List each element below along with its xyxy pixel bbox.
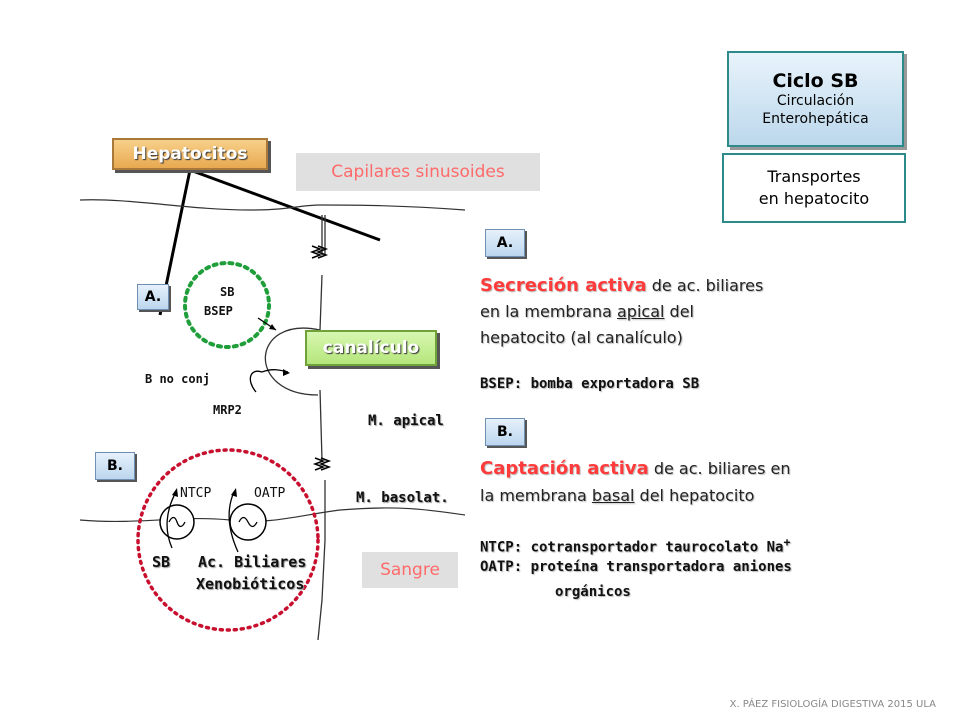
ciclo-sb-title: Ciclo SB bbox=[772, 70, 859, 92]
section-b-line2: la membrana basal del hepatocito bbox=[480, 485, 754, 507]
section-b-tag: B. bbox=[485, 418, 525, 446]
section-a-line1: Secreción activa de ac. biliares bbox=[480, 275, 763, 297]
bsep-dotted-circle bbox=[183, 261, 271, 349]
mrp2-loop bbox=[249, 370, 263, 393]
section-b-highlight: Captación activa bbox=[480, 458, 649, 479]
oatp-label: OATP bbox=[254, 486, 286, 501]
section-b-line1: Captación activa de ac. biliares en bbox=[480, 458, 790, 480]
section-b-definition-1: NTCP: cotransportador taurocolato Na+ bbox=[480, 532, 790, 558]
tight-junction-bottom bbox=[312, 457, 332, 471]
tight-junction-top bbox=[309, 245, 329, 259]
section-b-definition-3: orgánicos bbox=[555, 584, 631, 600]
acbil-uptake-arrow bbox=[228, 491, 239, 553]
section-b-line2-post: del hepatocito bbox=[634, 486, 755, 505]
section-a-line2-underlined: apical bbox=[617, 302, 665, 321]
diagram-tag-a: A. bbox=[137, 284, 169, 310]
section-b-def1-text: NTCP: cotransportador taurocolato Na bbox=[480, 539, 784, 556]
section-b-line2-underlined: basal bbox=[591, 486, 635, 505]
transportes-box: Transportes en hepatocito bbox=[722, 153, 906, 223]
xenobioticos-label: Xenobióticos bbox=[196, 575, 305, 593]
top-membrane bbox=[79, 199, 466, 211]
acbil-uptake-arrowhead bbox=[231, 488, 237, 497]
ntcp-label: NTCP bbox=[180, 486, 212, 501]
section-a-highlight: Secreción activa bbox=[480, 275, 647, 296]
canaliculo-label: canalículo bbox=[305, 330, 437, 366]
ciclo-sb-line2: Enterohepática bbox=[762, 111, 869, 127]
sb-uptake-arrow bbox=[166, 491, 177, 549]
section-a-line1-rest: de ac. biliares bbox=[646, 276, 764, 295]
cell-boundary-vertical bbox=[317, 215, 326, 641]
bsep-arrowhead bbox=[269, 324, 276, 330]
transportes-line1: Transportes bbox=[767, 167, 861, 186]
sb-label: SB bbox=[220, 285, 235, 299]
hepatocitos-label: Hepatocitos bbox=[112, 138, 268, 170]
section-b-definition-2: OATP: proteína transportadora aniones bbox=[480, 559, 792, 575]
m-basolat-label: M. basolat. bbox=[356, 490, 449, 506]
section-b-def1-sup: + bbox=[783, 535, 791, 549]
b-no-conj-label: B no conj bbox=[145, 372, 211, 386]
section-a-tag: A. bbox=[485, 229, 525, 257]
hepatocitos-pointer-right bbox=[189, 168, 381, 242]
basal-membrane bbox=[79, 507, 466, 523]
section-a-line2-pre: en la membrana bbox=[480, 302, 617, 321]
ciclo-sb-box: Ciclo SB Circulación Enterohepática bbox=[727, 51, 904, 147]
ac-biliares-label: Ac. Biliares bbox=[198, 553, 307, 571]
capilares-sinusoides-label: Capilares sinusoides bbox=[296, 153, 540, 191]
section-a-line2: en la membrana apical del bbox=[480, 301, 694, 323]
transportes-line2: en hepatocito bbox=[758, 189, 870, 208]
basal-dotted-circle bbox=[136, 448, 320, 632]
sb-bottom-label: SB bbox=[152, 553, 171, 571]
section-b-line2-pre: la membrana bbox=[480, 486, 592, 505]
sangre-label: Sangre bbox=[362, 552, 458, 588]
mrp2-arrowhead bbox=[283, 369, 290, 376]
section-a-line3: hepatocito (al canalículo) bbox=[480, 328, 683, 347]
ciclo-sb-line1: Circulación bbox=[776, 93, 855, 109]
ntcp-wave bbox=[168, 516, 186, 528]
m-apical-label: M. apical bbox=[368, 413, 444, 429]
canaliculus-outline bbox=[264, 327, 321, 396]
bsep-label: BSEP bbox=[204, 304, 233, 318]
sb-uptake-arrowhead bbox=[172, 488, 178, 497]
footer-credit: X. PÁEZ FISIOLOGÍA DIGESTIVA 2015 ULA bbox=[729, 699, 936, 710]
mrp2-label: MRP2 bbox=[213, 403, 242, 417]
diagram-tag-b: B. bbox=[95, 452, 135, 480]
oatp-wave bbox=[238, 516, 258, 528]
section-a-definition: BSEP: bomba exportadora SB bbox=[480, 376, 700, 392]
section-b-line1-rest: de ac. biliares en bbox=[648, 459, 791, 478]
section-a-line2-post: del bbox=[664, 302, 694, 321]
